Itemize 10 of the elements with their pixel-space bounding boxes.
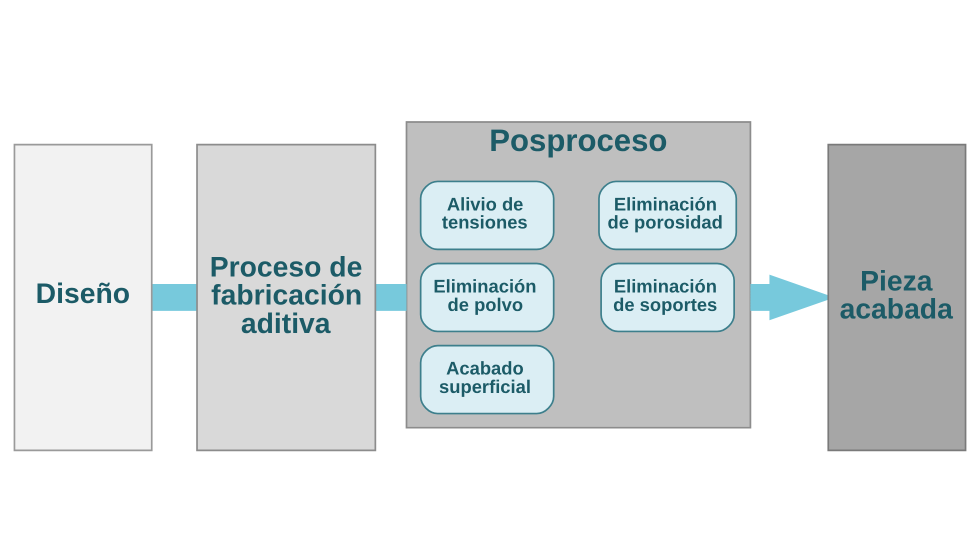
node-box: Eliminación de polvo	[420, 262, 555, 332]
node-box: Acabado superficial	[420, 344, 555, 414]
node-box: Alivio de tensiones	[420, 180, 555, 250]
node-box: Proceso de fabricación aditiva	[196, 143, 376, 451]
node-box: Eliminación de porosidad	[598, 180, 738, 250]
node-box: Diseño	[14, 143, 153, 451]
node-box: Pieza acabada	[827, 143, 966, 451]
node-box: Eliminación de soportes	[600, 262, 735, 332]
connector	[152, 284, 197, 310]
connector	[376, 284, 406, 310]
